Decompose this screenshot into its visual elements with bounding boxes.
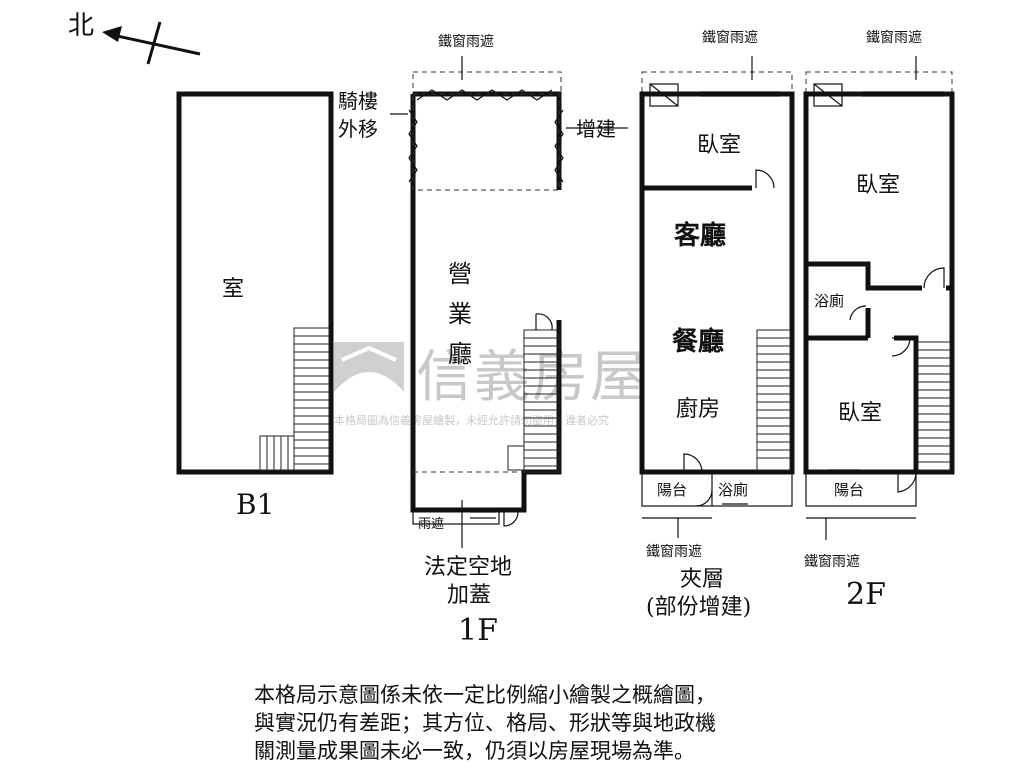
f1-hall-char-2: 業: [448, 300, 472, 328]
mezz-kitchen-label: 廚房: [676, 397, 720, 422]
mezz-bath-label: 浴廁: [718, 481, 748, 499]
f1-legal-space-sub: 加蓋: [447, 583, 491, 608]
f2-bedroom-top-label: 臥室: [856, 173, 900, 198]
north-arrow: 北: [68, 11, 201, 65]
north-label: 北: [68, 11, 94, 41]
mezz-dining-label: 餐廳: [672, 326, 724, 357]
b1-floor-name: B1: [236, 488, 274, 521]
b1-room-label: 室: [222, 277, 244, 302]
f2-floor-name: 2F: [846, 577, 886, 612]
f2-awning-bottom-label: 鐵窗雨遮: [804, 553, 860, 570]
f1-front-awning-label: 雨遮: [418, 516, 444, 532]
mezz-bedroom-label: 臥室: [697, 133, 741, 158]
watermark-notice: 本格局圖為信義房屋繪製，未經允許請勿盜用，違者必究: [334, 413, 609, 427]
disclaimer-line-2: 與實況仍有差距；其方位、格局、形狀等與地政機: [254, 711, 716, 735]
f1-arcade-label-1: 騎樓: [338, 89, 378, 113]
mezz-awning-top-label: 鐵窗雨遮: [702, 29, 758, 46]
mezz-floor-name-1: 夾層: [680, 567, 724, 592]
mezz-floor-name-2: (部份增建): [646, 595, 751, 620]
mezz-stair: [756, 329, 791, 471]
f1-legal-space-label: 法定空地: [424, 555, 512, 580]
f1-addition-label: 增建: [576, 117, 616, 141]
disclaimer-line-3: 關測量成果圖未必一致，仍須以房屋現場為準。: [254, 739, 695, 763]
f1-stair: [507, 329, 560, 473]
f2-balcony-label: 陽台: [834, 481, 864, 499]
f2-bedroom-bottom-label: 臥室: [838, 401, 882, 426]
mezz-balcony-label: 陽台: [657, 481, 687, 499]
floor-2f: 鐵窗雨遮 臥室 浴廁 臥室 陽台 鐵窗雨遮: [803, 29, 955, 612]
floor-b1: 室 B1: [176, 91, 334, 521]
disclaimer-line-1: 本格局示意圖係未依一定比例縮小繪製之概繪圖，: [254, 683, 716, 707]
f2-awning-top-label: 鐵窗雨遮: [866, 29, 922, 46]
b1-stair: [259, 327, 330, 471]
f2-bath-label: 浴廁: [814, 292, 844, 310]
mezz-awning-bottom-label: 鐵窗雨遮: [646, 543, 702, 560]
f1-hall-char-1: 營: [448, 260, 472, 288]
disclaimer: 本格局示意圖係未依一定比例縮小繪製之概繪圖， 與實況仍有差距；其方位、格局、形狀…: [254, 683, 716, 763]
f1-awning-label: 鐵窗雨遮: [438, 33, 494, 50]
f2-stair: [917, 341, 951, 471]
f1-arcade-label-2: 外移: [338, 117, 378, 141]
watermark: 信義房屋 本格局圖為信義房屋繪製，未經允許請勿盜用，違者必究: [334, 342, 646, 427]
f1-floor-name: 1F: [458, 613, 498, 648]
mezz-living-label: 客廳: [674, 220, 726, 251]
brand-logo: [334, 342, 404, 402]
floor-mezzanine: 鐵窗雨遮 臥室 客廳 餐廳 廚房 陽台 浴廁: [639, 29, 795, 620]
floor-1f: 鐵窗雨遮 騎樓 外移 增建 營 業 廳: [338, 33, 628, 648]
f1-hall-char-3: 廳: [448, 340, 472, 368]
